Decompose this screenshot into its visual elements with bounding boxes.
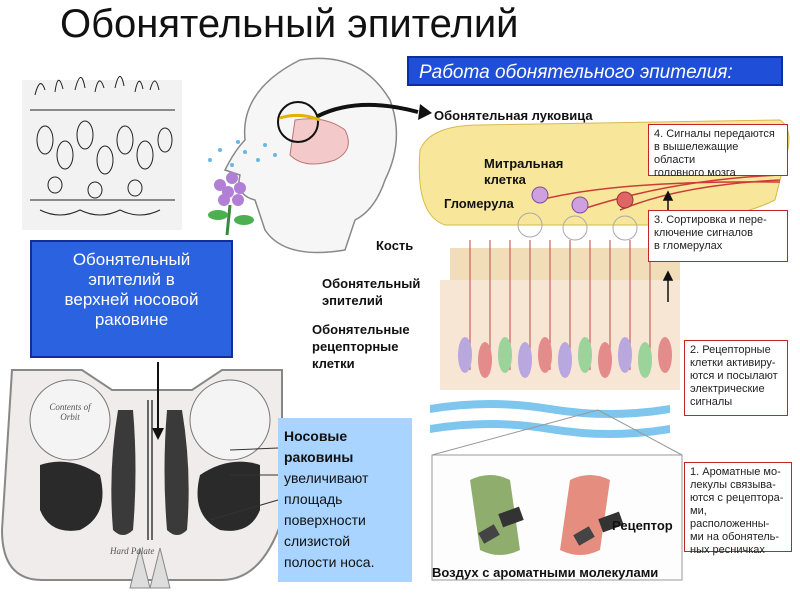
step-4-box: 4. Сигналы передаются в вышележащие обла… [648,124,788,179]
step-line: лекулы связыва- [690,479,776,491]
note-line: площадь [284,491,343,507]
step-line: ми, расположенны- [690,505,770,530]
step-line: ми на обонятель- [690,531,780,543]
step-line: ключение сигналов [654,227,753,239]
step-line: сигналы [690,396,733,408]
step-line: электрические [690,383,765,395]
palate-label: Hard Palate [110,546,155,556]
step-line: 3. Сортировка и пере- [654,214,767,226]
nasal-conchae-note: Носовые раковины увеличивают площадь пов… [278,418,412,582]
receptors-label-1: Обонятельные [312,322,410,337]
step-line: в вышележащие области [654,141,739,166]
box-line: эпителий в [88,270,175,289]
head-illustration [208,57,432,254]
mitral-label-2: клетка [484,172,526,187]
receptors-label-3: клетки [312,356,355,371]
step-line: 4. Сигналы передаются [654,128,775,140]
step-2-box: 2. Рецепторные клетки активиру- ются и п… [684,340,788,416]
bone-layer [450,248,680,280]
mitral-label-1: Митральная [484,156,564,171]
note-bold-line: Носовые [284,428,348,444]
step-line: 2. Рецепторные [690,344,771,356]
receptors-label-2: рецепторные [312,339,399,354]
step-line: клетки активиру- [690,357,776,369]
box-line: раковине [94,310,169,329]
epithelium-label-1: Обонятельный [322,276,421,291]
step-line: головного мозга [654,167,736,179]
air-label: Воздух с ароматными молекулами [432,565,659,580]
step-line: ются с рецептора- [690,492,784,504]
epithelium-location-box: Обонятельный эпителий в верхней носовой … [30,240,233,358]
air-flow [430,400,670,438]
bone-label: Кость [376,238,414,253]
receptor-cells [458,337,672,378]
receptor-label: Рецептор [612,518,673,533]
note-line: слизистой [284,533,351,549]
epithelium-label-2: эпителий [322,293,383,308]
bulb-label: Обонятельная луковица [434,108,593,123]
step-line: в гломерулах [654,240,723,252]
orbit-label: Contents of Orbit [49,402,91,422]
skull-cross-section [0,362,283,589]
glomerulus-label: Гломерула [444,196,514,211]
note-line: увеличивают [284,470,369,486]
receptor-inset [431,409,683,581]
step-line: 1. Ароматные мо- [690,466,781,478]
box-line: Обонятельный [72,250,191,269]
box-line: верхней носовой [64,290,199,309]
note-line: поверхности [284,512,366,528]
histology-drawing [22,76,182,230]
step-line: ных ресничках [690,544,765,556]
note-line: полости носа. [284,554,375,570]
note-bold-line: раковины [284,449,354,465]
step-3-box: 3. Сортировка и пере- ключение сигналов … [648,210,788,262]
step-line: ются и посылают [690,370,778,382]
step-1-box: 1. Ароматные мо- лекулы связыва- ются с … [684,462,792,556]
section-header: Работа обонятельного эпителия: [407,56,783,86]
page-title: Обонятельный эпителий [60,2,519,46]
